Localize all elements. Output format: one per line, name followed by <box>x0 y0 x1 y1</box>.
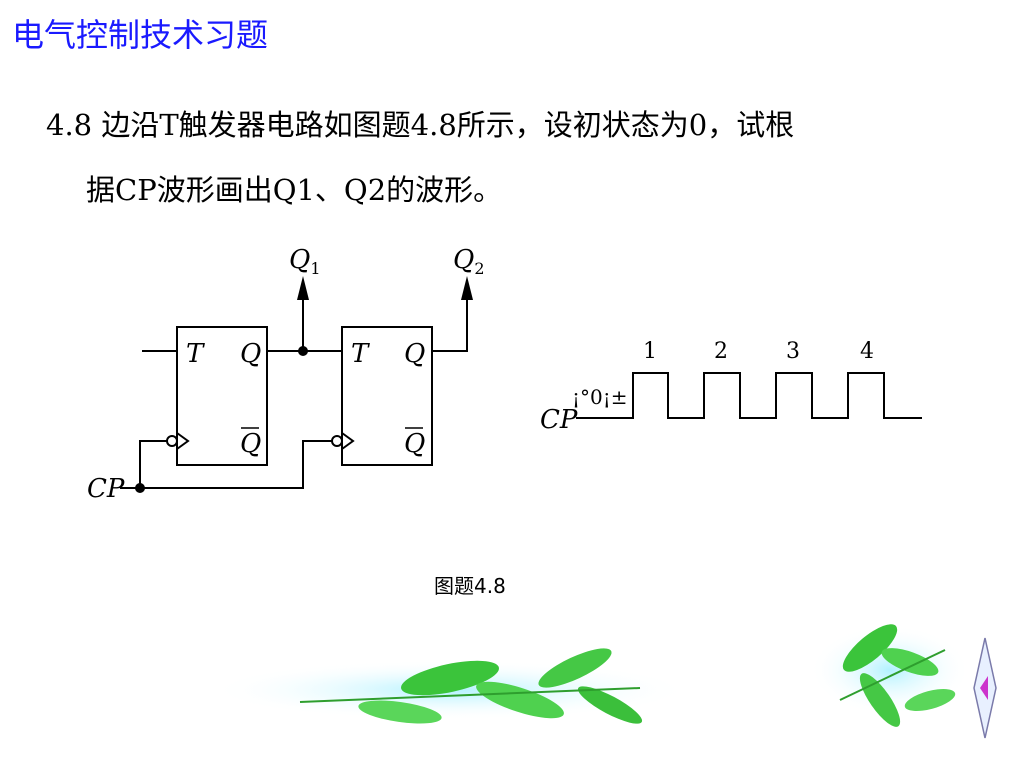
ff2-t-label: T <box>351 339 370 369</box>
waveform-cp-label: CP <box>540 405 578 435</box>
flip-flop-1 <box>176 326 268 466</box>
problem-text-line-1: 4.8 边沿T触发器电路如图题4.8所示，设初状态为0，试根 <box>46 108 795 142</box>
cp-wire-to-ff1 <box>139 440 167 488</box>
waveform-garbled-label: ¡°0¡± <box>572 385 628 409</box>
ff1-clock-triangle <box>176 432 190 450</box>
q2-output-label: Q2 <box>453 245 485 278</box>
pulse-number-1: 1 <box>643 339 657 364</box>
pulse-number-3: 3 <box>786 339 800 364</box>
ff1-q-label: Q <box>240 339 261 369</box>
back-arrow-icon <box>980 676 988 700</box>
slide-title: 电气控制技术习题 <box>12 16 269 54</box>
flip-flop-2 <box>341 326 433 466</box>
ff1-qbar-label: Q <box>240 429 261 459</box>
pulse-number-2: 2 <box>714 339 728 364</box>
ff2-q-label: Q <box>404 339 425 369</box>
q1-output-arrow <box>297 276 309 300</box>
q2-output-wire <box>432 290 468 352</box>
cp-wire-to-ff2 <box>120 440 332 489</box>
figure-caption: 图题4.8 <box>434 574 506 598</box>
ff2-qbar-label: Q <box>404 429 425 459</box>
cp-input-label: CP <box>87 474 125 504</box>
decorative-leaves-left <box>210 648 690 724</box>
ff1-t-label: T <box>186 339 205 369</box>
ff2-clock-triangle <box>341 432 355 450</box>
ff2-clock-bubble <box>331 435 343 447</box>
ff1-clock-bubble <box>166 435 178 447</box>
slide-nav-button[interactable] <box>972 636 998 740</box>
problem-text-line-2: 据CP波形画出Q1、Q2的波形。 <box>86 173 503 207</box>
q1-output-label: Q1 <box>289 245 321 278</box>
decorative-leaves-right <box>810 624 970 727</box>
cp-waveform <box>576 372 922 419</box>
cp-junction-dot <box>135 483 145 493</box>
pulse-number-4: 4 <box>860 339 874 364</box>
q2-output-arrow <box>461 276 473 300</box>
